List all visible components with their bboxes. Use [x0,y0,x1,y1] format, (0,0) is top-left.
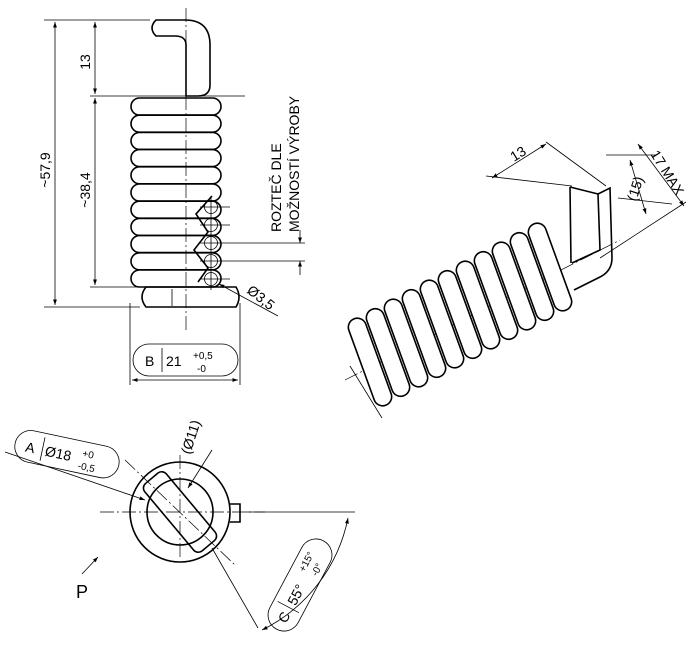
iso-leg-length-label: 13 [507,143,529,165]
iso-coil-turn [437,269,483,360]
coil-turn [130,200,222,219]
iso-coil-turn [473,250,519,341]
callout-c-tol-lower: -0° [310,562,326,579]
outer-dia-leader [4,451,146,501]
callout-a-letter: A [24,439,37,457]
view-arrow [81,556,99,575]
callout-a-tol-lower: -0,5 [77,461,97,475]
pitch-note-line1: ROZTEČ DLE [268,143,284,232]
iso-coil-turn [419,279,465,369]
isometric-view: 13 (15) 17 MAX [344,141,688,419]
pitch-note-line2: MOŽNOSTÍ VÝROBY [286,95,302,232]
iso-max-height-dim [637,143,685,207]
iso-coil-turn [527,222,573,312]
overall-length-label: ~57,9 [37,152,53,188]
angle-arc [261,517,349,631]
end-view: (Ø11) A Ø18 +0 -0,5 C 55° +15° -0° P [4,418,355,632]
iso-leg-height-label: (15) [624,174,647,203]
callout-b-tol-lower: -0 [197,364,206,375]
callout-b-letter: B [145,353,154,369]
callout-c-frame [267,538,333,632]
coil-turn [130,183,222,202]
iso-coil-turn [491,241,537,331]
iso-leg [571,186,613,291]
iso-coil-turn [347,317,393,407]
callout-a-value: Ø18 [44,443,73,464]
iso-spring-coils [347,222,573,407]
iso-leg-length-dim [491,143,547,179]
iso-coil-turn [455,260,501,350]
bottom-end [141,286,240,308]
inner-dia-label: (Ø11) [178,418,204,456]
callout-a-tol-upper: +0 [81,449,95,462]
coil-length-label: ~38,4 [77,172,93,208]
iso-max-height-label: 17 MAX [647,147,687,198]
callout-a-frame [14,430,120,479]
view-arrow-label: P [76,582,88,602]
wire-sections [192,195,305,290]
spring-coils [130,97,222,288]
iso-coil-turn [401,288,447,379]
callout-b-frame [132,343,239,377]
wire-dia-label: Ø3,5 [244,282,278,313]
iso-coil-turn [509,231,555,322]
end-hook-section [142,470,218,554]
coil-turn [130,234,222,254]
callout-c-value: 55° [284,582,308,608]
wire-dia-leader [218,283,279,317]
hook-length-label: 13 [77,54,93,70]
callout-b-tol-upper: +0,5 [193,351,213,362]
coil-turn [130,166,222,185]
top-hook [151,19,211,97]
inner-dia-leader [187,449,213,489]
iso-coil-turn [365,307,411,398]
coil-turn [130,97,222,116]
coil-turn [130,131,222,151]
iso-coil-turn [383,298,429,388]
coil-turn [130,148,222,168]
front-view: ~57,9 13 ~38,4 Ø3,5 ROZTEČ DLE MOŽNOSTÍ … [37,8,305,385]
callout-b-value: 21 [166,353,182,369]
coil-turn [130,114,222,133]
